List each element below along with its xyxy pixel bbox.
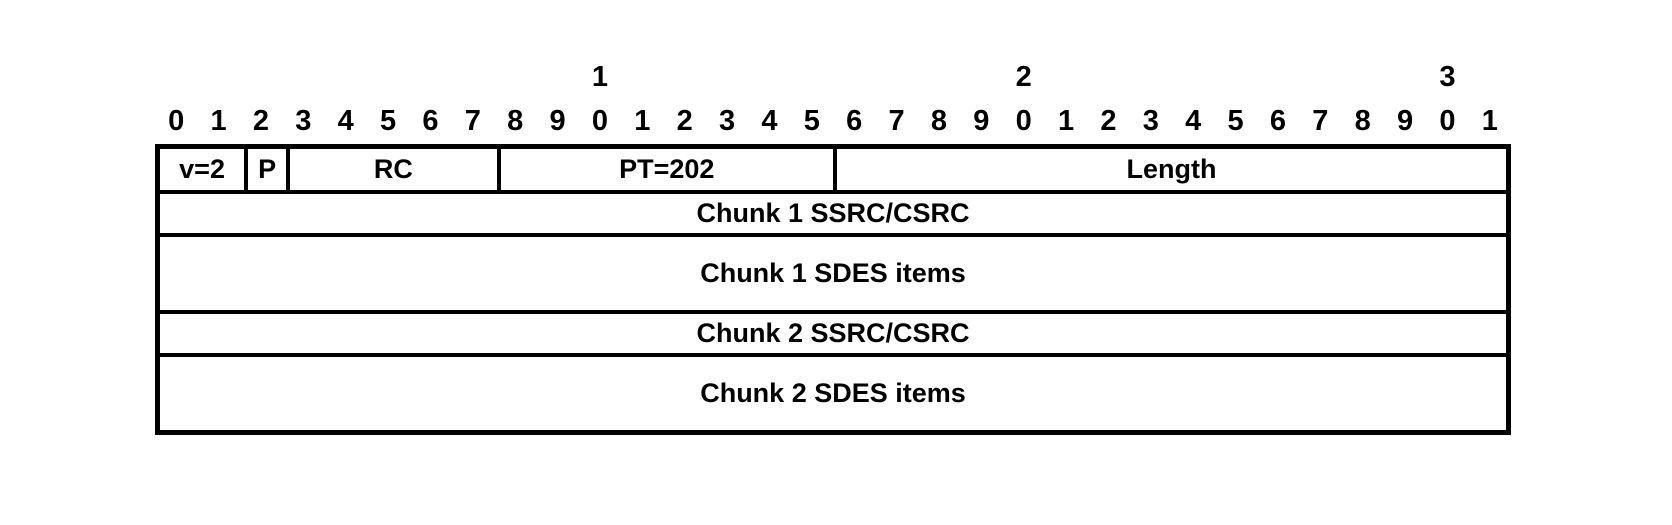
bit-ruler-tens-spacer <box>1045 56 1087 98</box>
bit-ruler-tens-spacer <box>409 56 451 98</box>
bit-ruler-tens-spacer <box>1087 56 1129 98</box>
bit-ruler-tens-spacer <box>1214 56 1256 98</box>
bit-ruler-tens-label: 2 <box>1015 60 1032 93</box>
bit-ruler-tens-spacer <box>918 56 960 98</box>
bit-ruler-tens-spacer <box>960 56 1002 98</box>
bit-ruler-tens-spacer <box>155 56 197 98</box>
bit-ruler-tens-spacer <box>282 56 324 98</box>
bit-ruler-tens-spacer <box>706 56 748 98</box>
bit-ruler-bit-label: 3 <box>295 104 312 137</box>
bit-ruler-bit-label: 7 <box>1312 104 1329 137</box>
header-field-v-2: v=2 <box>179 154 225 184</box>
bit-ruler-tens-spacer <box>664 56 706 98</box>
packet-row-chunk-1-sdes-items: Chunk 1 SDES items <box>160 233 1506 310</box>
header-field-pt-202: PT=202 <box>496 149 834 190</box>
bit-ruler-tens-spacer <box>1130 56 1172 98</box>
bit-ruler-bit-label: 3 <box>1142 104 1159 137</box>
bit-ruler-tens-spacer <box>494 56 536 98</box>
bit-ruler-bit-label: 4 <box>337 104 354 137</box>
bit-ruler-bit-label: 2 <box>252 104 269 137</box>
header-field-rc: RC <box>286 149 496 190</box>
bit-ruler-tens-spacer <box>791 56 833 98</box>
bit-ruler-tens-label: 3 <box>1439 60 1456 93</box>
bit-ruler-bit-label: 0 <box>591 104 608 137</box>
bit-ruler-tens-spacer <box>1172 56 1214 98</box>
bit-ruler-tens-spacer <box>1384 56 1426 98</box>
bit-ruler-tens-spacer <box>1342 56 1384 98</box>
bit-ruler-tens-spacer <box>748 56 790 98</box>
bit-ruler-bit-label: 9 <box>1396 104 1414 137</box>
bit-ruler-tens-spacer <box>621 56 663 98</box>
bit-ruler-bit-label: 4 <box>1185 104 1202 137</box>
bit-ruler-bit-label: 2 <box>1100 104 1117 137</box>
bit-ruler-bit-label: 0 <box>168 104 185 137</box>
bit-ruler-tens-spacer <box>452 56 494 98</box>
bit-ruler-bit-label: 2 <box>676 104 693 137</box>
packet-row-chunk-1-ssrc-csrc: Chunk 1 SSRC/CSRC <box>160 190 1506 233</box>
bit-ruler-tens-spacer <box>1299 56 1341 98</box>
bit-ruler-bit-label: 5 <box>803 104 820 137</box>
header-field-p: P <box>244 149 286 190</box>
bit-ruler-tens-spacer <box>197 56 239 98</box>
header-field-length: Length <box>833 149 1506 190</box>
bit-ruler-tens-spacer <box>1257 56 1299 98</box>
bit-ruler-tens-spacer <box>367 56 409 98</box>
bit-ruler-bit-label: 7 <box>464 104 481 137</box>
bit-ruler-bit-label: 6 <box>1269 104 1286 137</box>
bit-ruler-bit-label: 8 <box>930 104 947 137</box>
bit-ruler-tens-spacer <box>325 56 367 98</box>
bit-ruler-tens-spacer <box>875 56 917 98</box>
bit-ruler-tens-spacer <box>240 56 282 98</box>
bit-ruler-tens-label: 1 <box>591 60 608 93</box>
bit-ruler-tens-spacer <box>833 56 875 98</box>
bit-ruler-bit-label: 1 <box>634 104 651 137</box>
bit-ruler-bit-label: 9 <box>973 104 990 137</box>
bit-ruler-bit-label: 6 <box>422 104 439 137</box>
bit-ruler-bit-label: 7 <box>888 104 905 137</box>
bit-ruler-tens-row: 1 2 3 <box>155 56 1511 98</box>
packet-row-chunk-2-sdes-items: Chunk 2 SDES items <box>160 353 1506 430</box>
bit-ruler-bit-label: 0 <box>1439 104 1456 137</box>
bit-ruler-tens-spacer <box>536 56 578 98</box>
bit-ruler-bit-label: 8 <box>1354 104 1371 137</box>
bit-ruler-bit-label: 0 <box>1015 104 1032 137</box>
bit-ruler-bit-label: 9 <box>549 104 566 137</box>
bit-ruler-bit-label: 1 <box>1057 104 1075 137</box>
bit-ruler-bit-label: 6 <box>846 104 863 137</box>
bit-ruler-bit-label: 5 <box>1227 104 1244 137</box>
packet-row-chunk-2-ssrc-csrc: Chunk 2 SSRC/CSRC <box>160 310 1506 353</box>
bit-ruler-tens-spacer <box>1469 56 1511 98</box>
bit-ruler-bit-label: 1 <box>210 104 227 137</box>
bit-ruler-bit-label: 3 <box>718 104 736 137</box>
bit-ruler-bit-label: 1 <box>1481 104 1498 137</box>
bit-ruler-bit-label: 4 <box>761 104 778 137</box>
bit-ruler-bit-label: 5 <box>379 104 397 137</box>
bit-ruler-bit-label: 8 <box>507 104 524 137</box>
